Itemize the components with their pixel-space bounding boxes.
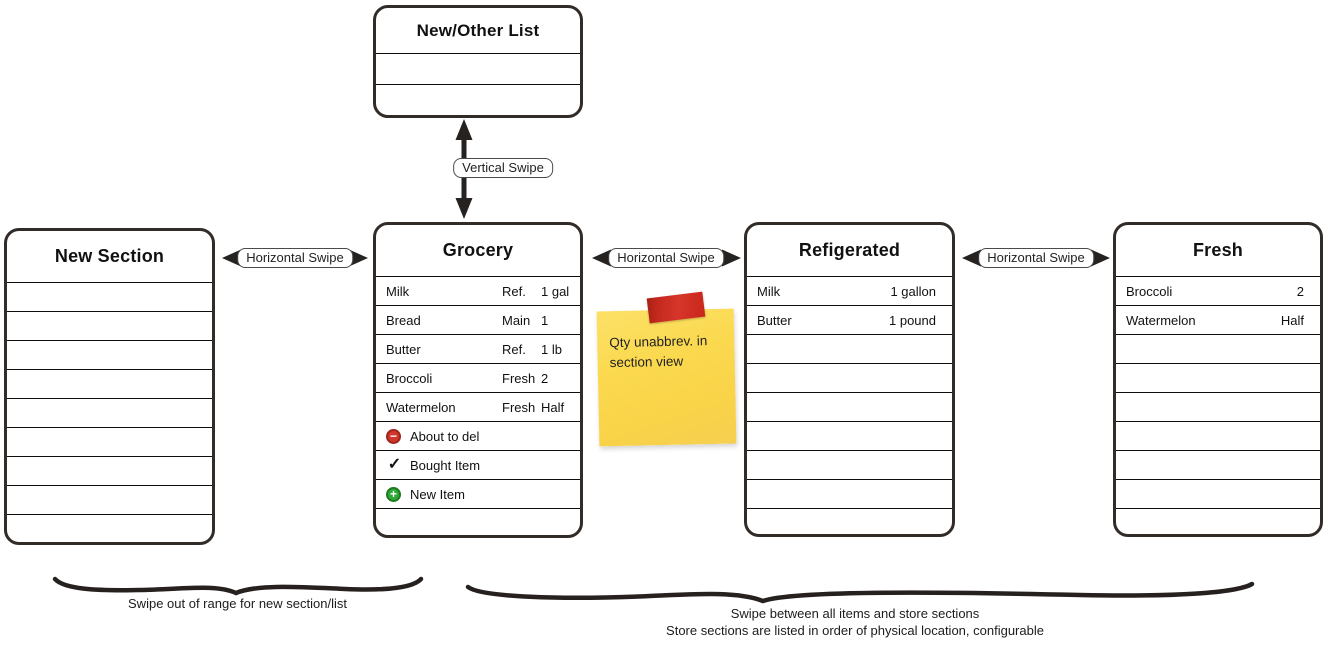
item-qty: 1 lb (541, 341, 562, 357)
state-label: Bought Item (410, 457, 481, 473)
card-title: New/Other List (416, 20, 540, 40)
empty-row (747, 508, 952, 534)
item-name: Butter (757, 312, 792, 328)
empty-row (1116, 392, 1320, 421)
empty-row (7, 369, 212, 398)
empty-row (747, 363, 952, 392)
item-qty: 1 pound (889, 312, 936, 328)
card-fresh: Fresh Broccoli 2 Watermelon Half (1113, 222, 1323, 537)
item-section: Fresh (502, 370, 536, 386)
item-qty: 1 gallon (890, 283, 936, 299)
item-qty: 1 gal (541, 283, 570, 299)
list-item-bought: ✓ Bought Item (376, 450, 580, 479)
empty-row (1116, 334, 1320, 363)
item-name: Butter (386, 341, 421, 357)
list-item: Milk 1 gallon (747, 276, 952, 305)
check-icon: ✓ (387, 456, 402, 473)
list-item: Watermelon Half (1116, 305, 1320, 334)
delete-icon: − (386, 428, 401, 444)
empty-row (7, 282, 212, 311)
item-qty: 2 (541, 370, 549, 386)
list-item: Broccoli 2 (1116, 276, 1320, 305)
brace-left (52, 576, 424, 596)
card-grocery: Grocery Milk Ref. 1 gal Bread Main 1 But… (373, 222, 583, 538)
empty-row (376, 84, 580, 115)
item-qty: 2 (1296, 283, 1304, 299)
card-title: Fresh (1192, 240, 1244, 260)
item-name: Watermelon (386, 399, 456, 415)
card-title: Refigerated (798, 240, 901, 260)
item-section: Ref. (502, 341, 526, 357)
add-icon: + (386, 486, 401, 502)
item-name: Broccoli (1126, 283, 1173, 299)
list-item: Watermelon Fresh Half (376, 392, 580, 421)
empty-row (747, 479, 952, 508)
empty-row (7, 485, 212, 514)
card-title: New Section (54, 246, 165, 266)
list-item: Bread Main 1 (376, 305, 580, 334)
empty-row (1116, 450, 1320, 479)
item-name: Bread (386, 312, 421, 328)
caption-right-line2: Store sections are listed in order of ph… (666, 623, 1044, 638)
empty-row (1116, 479, 1320, 508)
empty-row (7, 456, 212, 485)
card-new-section: New Section (4, 228, 215, 545)
item-name: Milk (386, 283, 410, 299)
list-item: Butter Ref. 1 lb (376, 334, 580, 363)
item-name: Milk (757, 283, 781, 299)
empty-row (7, 340, 212, 369)
item-qty: 1 (541, 312, 549, 328)
item-section: Ref. (502, 283, 526, 299)
state-label: New Item (410, 486, 465, 502)
empty-row (7, 514, 212, 542)
empty-row (747, 392, 952, 421)
horizontal-swipe-label-left: Horizontal Swipe (237, 248, 353, 268)
item-section: Main (502, 312, 531, 328)
horizontal-swipe-label-mid: Horizontal Swipe (608, 248, 724, 268)
empty-row (1116, 363, 1320, 392)
empty-row (1116, 421, 1320, 450)
item-name: Watermelon (1126, 312, 1196, 328)
empty-row (747, 450, 952, 479)
item-section: Fresh (502, 399, 536, 415)
list-item-new: + New Item (376, 479, 580, 508)
list-item: Butter 1 pound (747, 305, 952, 334)
empty-row (7, 311, 212, 340)
empty-row (376, 53, 580, 84)
state-label: About to del (410, 428, 480, 444)
caption-left: Swipe out of range for new section/list (128, 596, 347, 611)
list-item-deleting: − About to del (376, 421, 580, 450)
card-title: Grocery (442, 240, 514, 260)
card-new-other-list: New/Other List (373, 5, 583, 118)
item-qty: Half (541, 399, 565, 415)
list-item: Broccoli Fresh 2 (376, 363, 580, 392)
empty-row (747, 421, 952, 450)
empty-row (376, 508, 580, 535)
item-qty: Half (1280, 312, 1304, 328)
empty-row (7, 398, 212, 427)
caption-right: Swipe between all items and store sectio… (460, 605, 1250, 639)
sticky-note: Qty unabbrev. in section view (596, 308, 737, 447)
empty-row (747, 334, 952, 363)
brace-right (465, 581, 1255, 604)
sticky-note-text: Qty unabbrev. in section view (609, 333, 708, 370)
empty-row (1116, 508, 1320, 534)
card-refrigerated: Refigerated Milk 1 gallon Butter 1 pound (744, 222, 955, 537)
list-item: Milk Ref. 1 gal (376, 276, 580, 305)
item-name: Broccoli (386, 370, 433, 386)
horizontal-swipe-label-right: Horizontal Swipe (978, 248, 1094, 268)
empty-row (7, 427, 212, 456)
caption-right-line1: Swipe between all items and store sectio… (730, 606, 980, 621)
vertical-swipe-label: Vertical Swipe (453, 158, 553, 178)
